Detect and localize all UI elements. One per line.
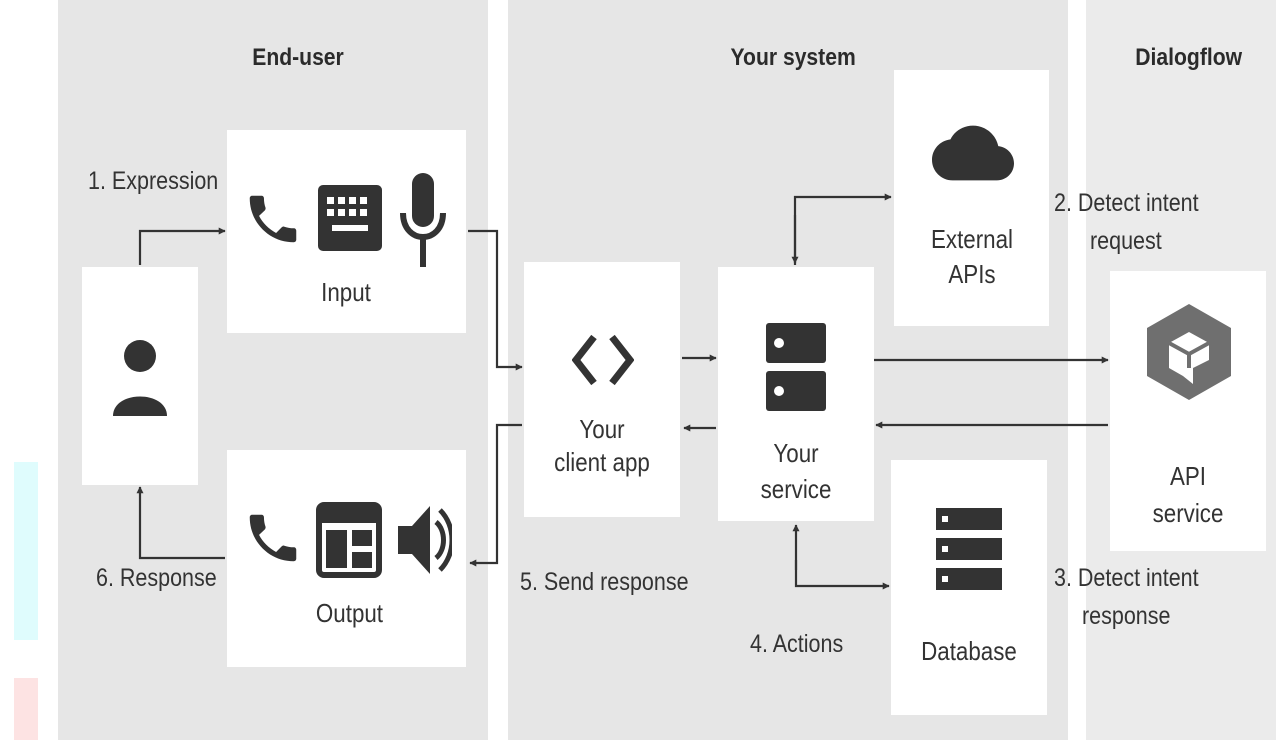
client-app-label-line1: Your: [579, 414, 625, 444]
code-brackets-icon: [572, 334, 634, 386]
phone-icon: [249, 195, 297, 243]
service-label-line2: service: [760, 474, 832, 504]
step-detect-response-line1: 3. Detect intent: [1054, 564, 1199, 592]
external-apis-label-line1: External: [930, 224, 1014, 254]
step-detect-response-line2: response: [1082, 602, 1171, 630]
layout-screen-icon: [316, 502, 382, 578]
speaker-icon: [398, 506, 452, 574]
step-send-response: 5. Send response: [520, 568, 689, 596]
decorative-cyan-strip: [14, 462, 38, 640]
database-icon: [936, 508, 1002, 590]
api-service-label-line2: service: [1152, 498, 1224, 528]
user-box: [82, 267, 198, 485]
input-label: Input: [321, 277, 371, 307]
external-apis-label-line2: APIs: [948, 259, 996, 289]
lane-title-your-system: Your system: [730, 44, 856, 71]
external-apis-box: [894, 70, 1049, 326]
step-detect-request-line2: request: [1090, 227, 1162, 255]
client-app-label-line2: client app: [554, 447, 650, 477]
client-app-box: [524, 262, 680, 517]
service-label-line1: Your: [773, 438, 819, 468]
dialogflow-logo-icon: [1147, 304, 1231, 400]
step-actions: 4. Actions: [750, 630, 844, 658]
cloud-icon: [932, 125, 1014, 181]
phone-icon: [249, 514, 297, 562]
lane-title-dialogflow: Dialogflow: [1135, 44, 1243, 71]
database-label: Database: [921, 636, 1017, 666]
microphone-icon: [400, 173, 446, 267]
person-icon: [113, 340, 167, 416]
lane-title-end-user: End-user: [252, 44, 344, 71]
decorative-pink-strip: [14, 678, 38, 740]
keyboard-icon: [318, 185, 382, 251]
server-icon: [766, 323, 826, 411]
step-detect-request-line1: 2. Detect intent: [1054, 189, 1199, 217]
output-label: Output: [315, 598, 384, 628]
step-response: 6. Response: [96, 564, 217, 592]
api-service-label-line1: API: [1169, 461, 1207, 491]
step-expression: 1. Expression: [88, 167, 219, 195]
